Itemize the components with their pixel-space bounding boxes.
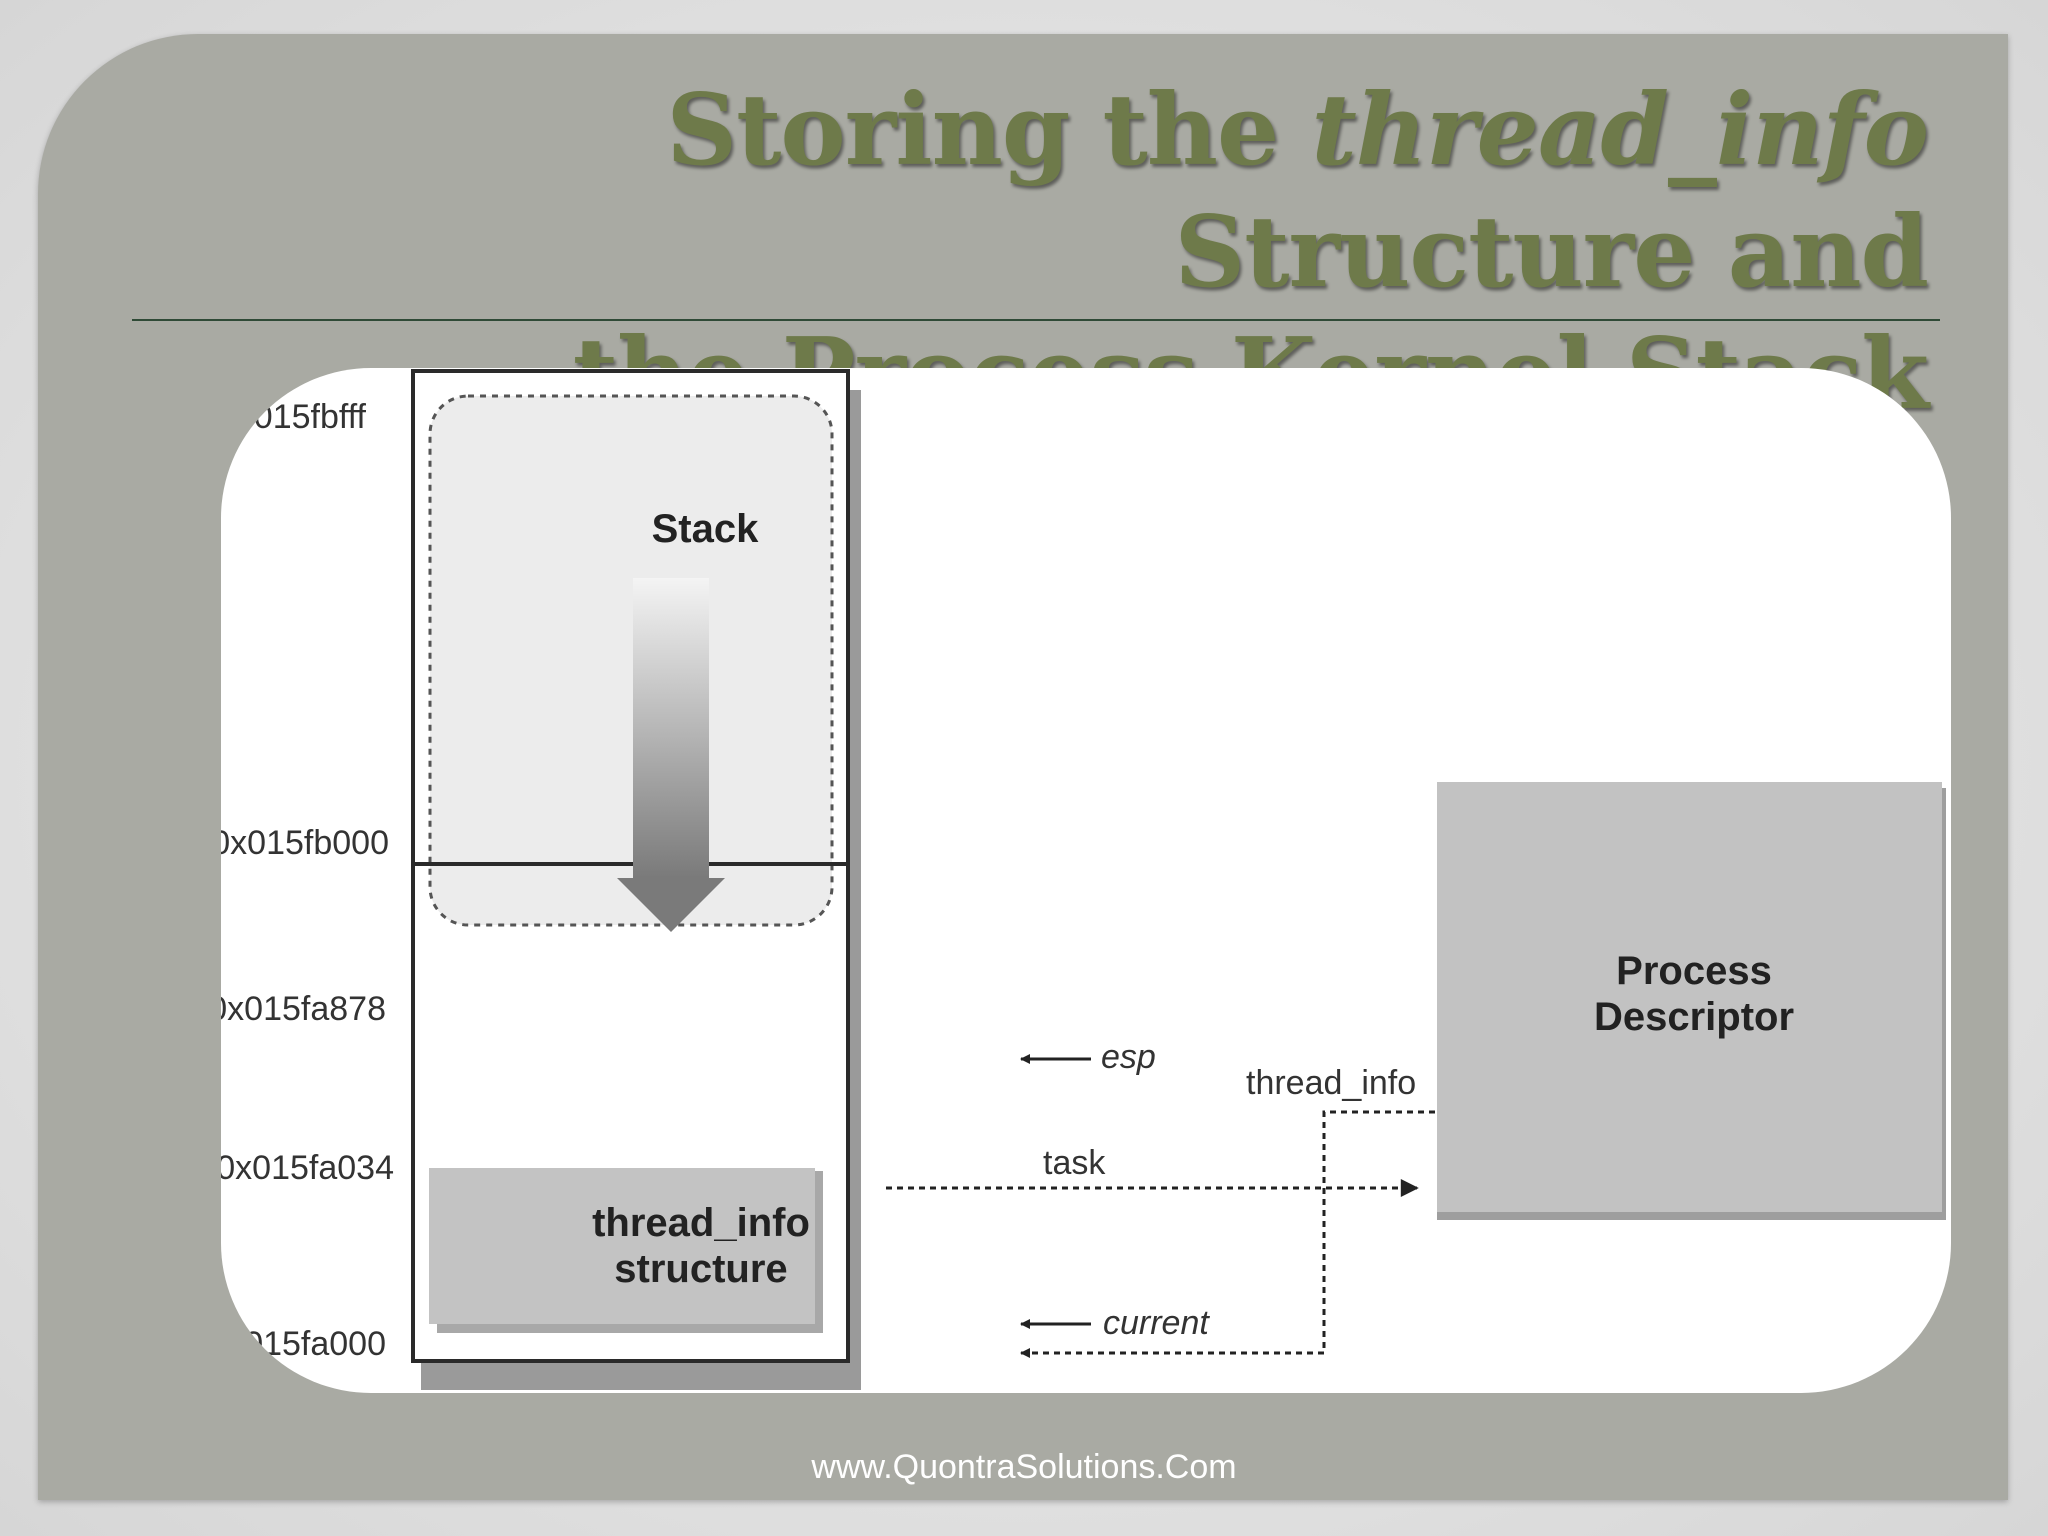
address-bottom: 015fa000 (244, 1325, 386, 1363)
thread-info-box (429, 1168, 815, 1324)
task-label: task (1043, 1144, 1106, 1182)
stack-growth-arrow-head (617, 878, 725, 932)
footer-url: www.QuontraSolutions.Com (811, 1448, 1237, 1486)
stack-label: Stack (652, 507, 759, 551)
title-line-1: Storing the thread_info Structure and (666, 73, 1929, 310)
process-descriptor-label-1: Process (1616, 949, 1772, 993)
address-upper: 0x015fb000 (221, 824, 389, 862)
thread-info-pointer-label: thread_info (1246, 1064, 1416, 1102)
thread-info-box-label-1: thread_info (592, 1201, 810, 1245)
diagram-panel: Stack thread_info structure 015fbfff 0x0… (221, 368, 1951, 1393)
kernel-stack-diagram: Stack thread_info structure 015fbfff 0x0… (221, 369, 1946, 1390)
process-descriptor-box (1437, 782, 1942, 1212)
process-descriptor-label-2: Descriptor (1594, 995, 1794, 1039)
stack-region (428, 394, 834, 927)
thread-info-box-label-2: structure (614, 1247, 787, 1291)
address-lower: 0x015fa034 (221, 1149, 394, 1187)
address-middle: 0x015fa878 (221, 990, 386, 1028)
current-label: current (1103, 1304, 1210, 1342)
address-top: 015fbfff (254, 398, 367, 436)
esp-label: esp (1101, 1038, 1156, 1076)
stack-growth-arrow-shaft (633, 578, 709, 878)
title-divider (132, 319, 1940, 321)
title-emphasis: thread_info (1311, 73, 1929, 188)
